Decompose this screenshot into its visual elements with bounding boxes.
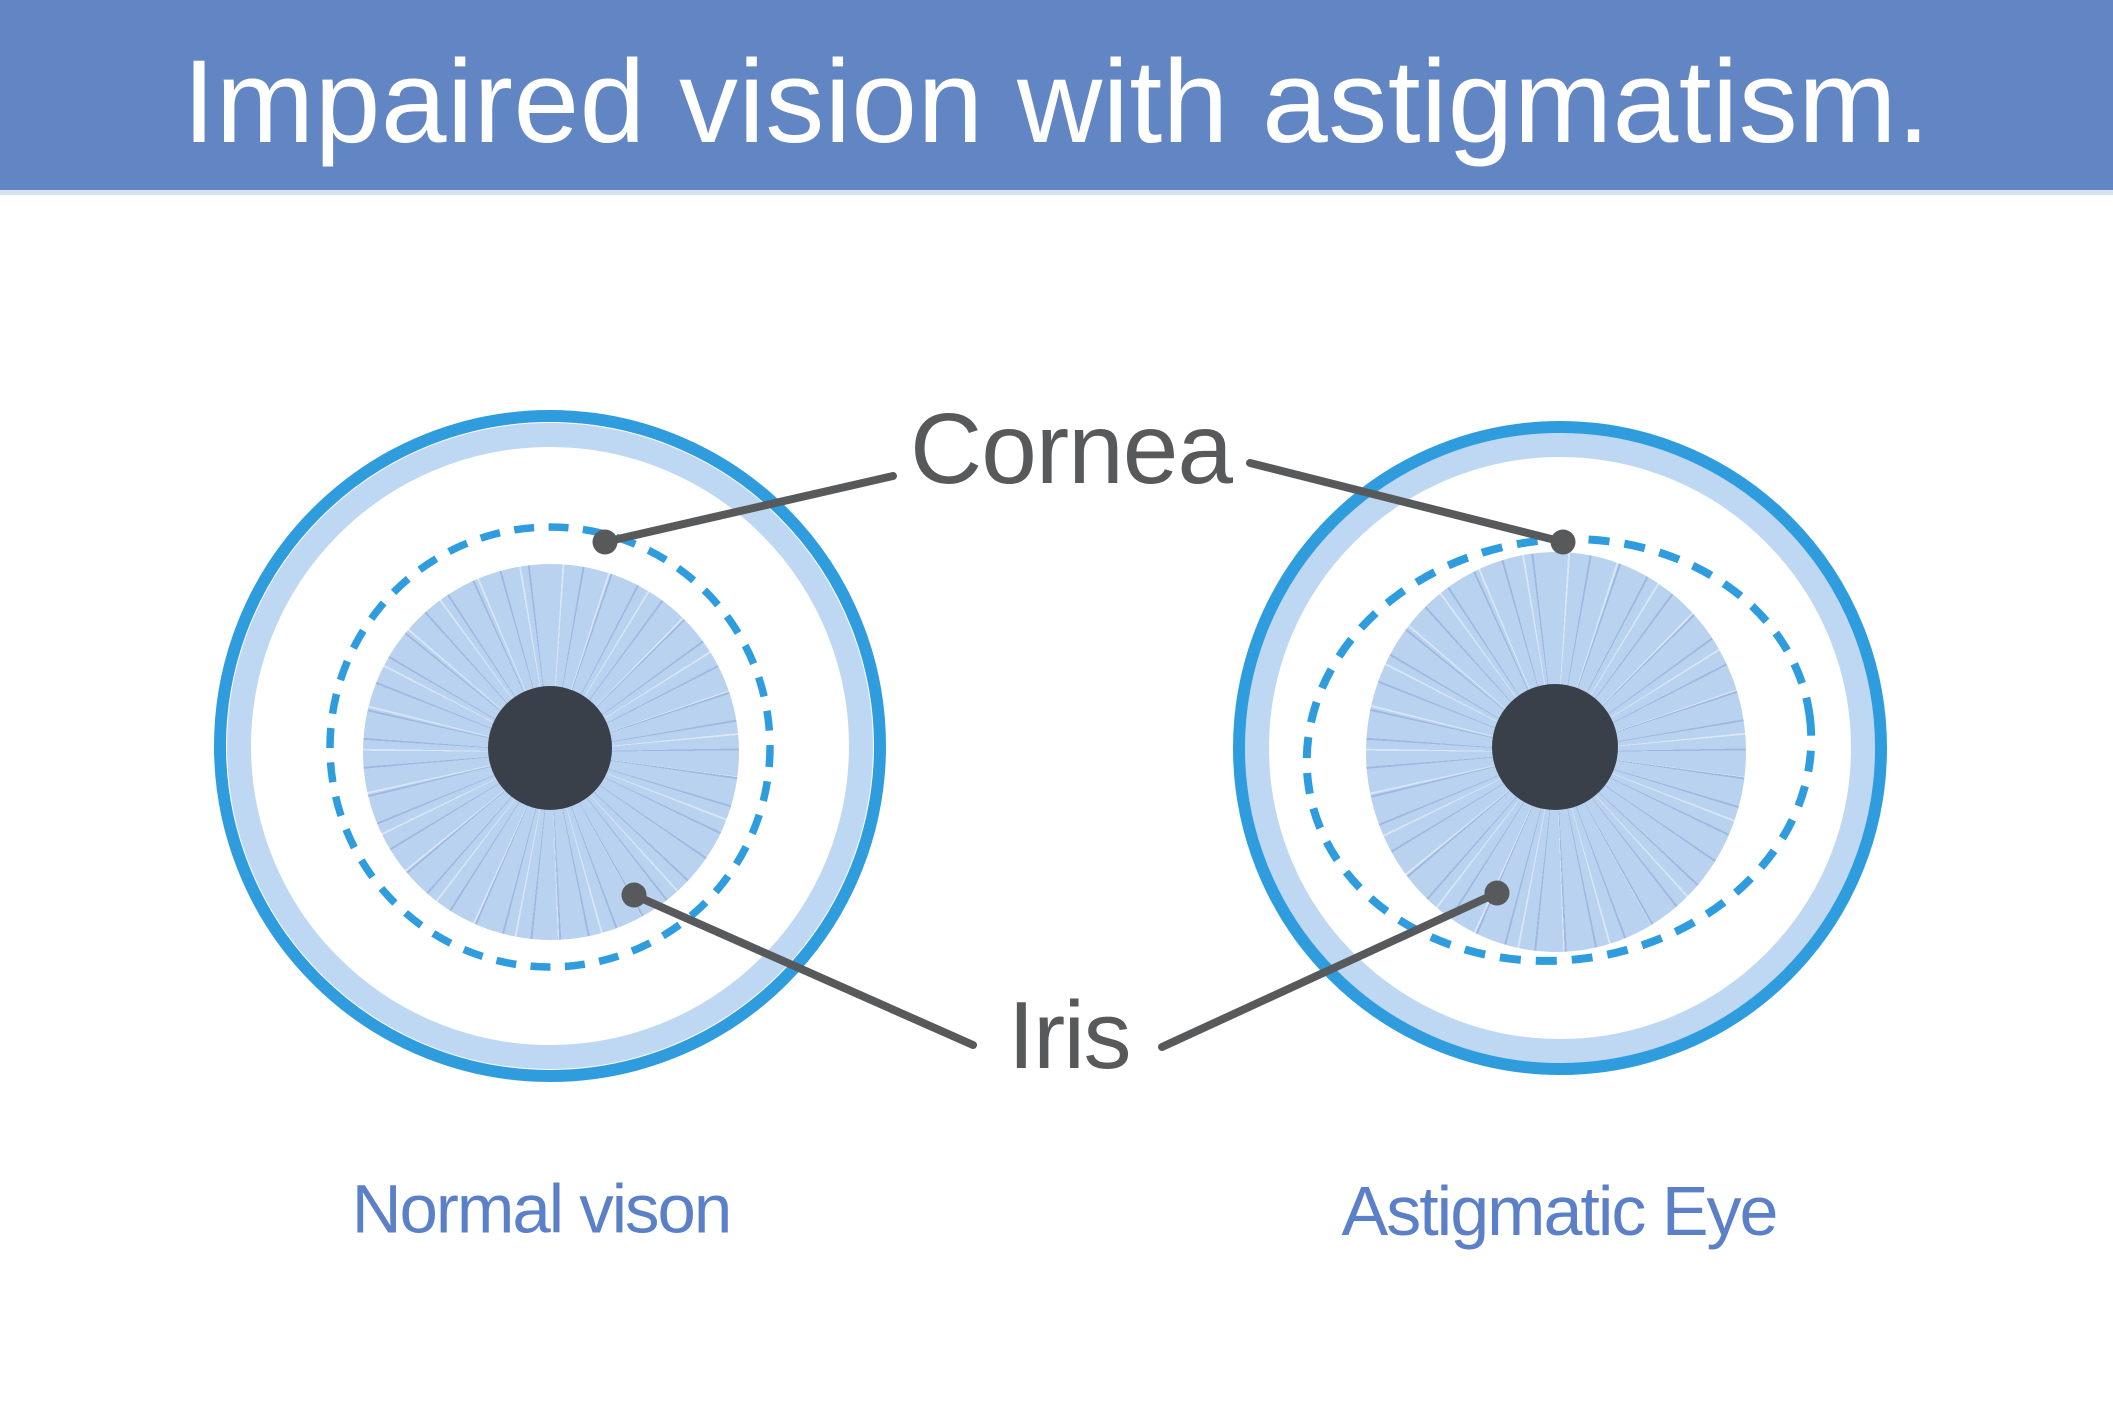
cornea-leader-line-left — [601, 472, 897, 546]
normal-eye-inner-ring — [227, 423, 873, 1069]
astigmatic-eye-outer-ring — [1233, 421, 1887, 1075]
cornea-leader-line-right — [1246, 459, 1567, 546]
astigmatic-eye — [1233, 421, 1887, 1075]
normal-eye-iris — [363, 564, 739, 940]
cornea-label: Cornea — [910, 393, 1233, 505]
title-banner: Impaired vision with astigmatism. — [0, 0, 2113, 195]
astigmatic-eye-inner-ring — [1245, 433, 1875, 1063]
astigmatic-eye-caption: Astigmatic Eye — [1341, 1172, 1779, 1250]
cornea-pointer-dot-right — [1550, 529, 1576, 555]
astigmatic-eye-cornea-dashed-outline — [1302, 535, 1816, 965]
normal-eye-outer-ring — [214, 410, 886, 1082]
normal-eye — [214, 410, 886, 1082]
iris-pointer-dot-right — [1484, 880, 1510, 906]
iris-leader-line-left — [630, 891, 977, 1049]
normal-vision-caption: Normal vison — [351, 1170, 733, 1248]
leader-lines — [592, 459, 1576, 1051]
cornea-pointer-dot-left — [592, 529, 618, 555]
normal-eye-pupil — [488, 686, 612, 810]
main-title: Impaired vision with astigmatism. — [182, 36, 1931, 168]
iris-leader-line-right — [1158, 889, 1501, 1051]
normal-eye-cornea-dashed-outline — [326, 523, 774, 971]
iris-pointer-dot-left — [621, 882, 647, 908]
astigmatic-eye-pupil — [1492, 684, 1618, 810]
iris-label: Iris — [1008, 982, 1131, 1089]
